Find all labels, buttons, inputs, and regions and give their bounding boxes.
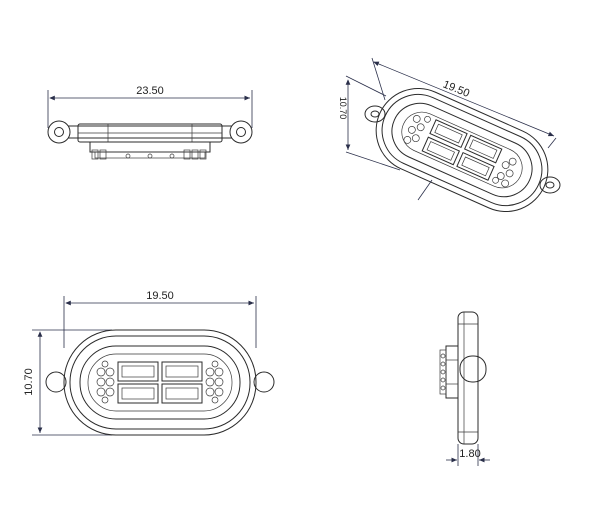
isometric-view: 19.50 10.70 bbox=[338, 57, 561, 213]
dim-label-side-thickness: 1.80 bbox=[459, 448, 480, 460]
dimension-top-width: 23.50 bbox=[47, 85, 253, 128]
top-view: 23.50 bbox=[47, 85, 253, 160]
dimension-front-width: 19.50 bbox=[63, 290, 257, 348]
front-view: 19.50 10.70 bbox=[23, 290, 275, 436]
dim-label-front-height: 10.70 bbox=[23, 368, 35, 396]
dim-label-top-width: 23.50 bbox=[136, 85, 164, 97]
dim-label-front-width: 19.50 bbox=[146, 290, 174, 302]
dimension-iso-height: 10.70 bbox=[338, 75, 401, 171]
side-view: 1.80 bbox=[439, 311, 490, 466]
dimension-front-height: 10.70 bbox=[23, 329, 112, 436]
dimension-side-thickness: 1.80 bbox=[446, 444, 490, 466]
dim-label-iso-height: 10.70 bbox=[338, 97, 348, 120]
